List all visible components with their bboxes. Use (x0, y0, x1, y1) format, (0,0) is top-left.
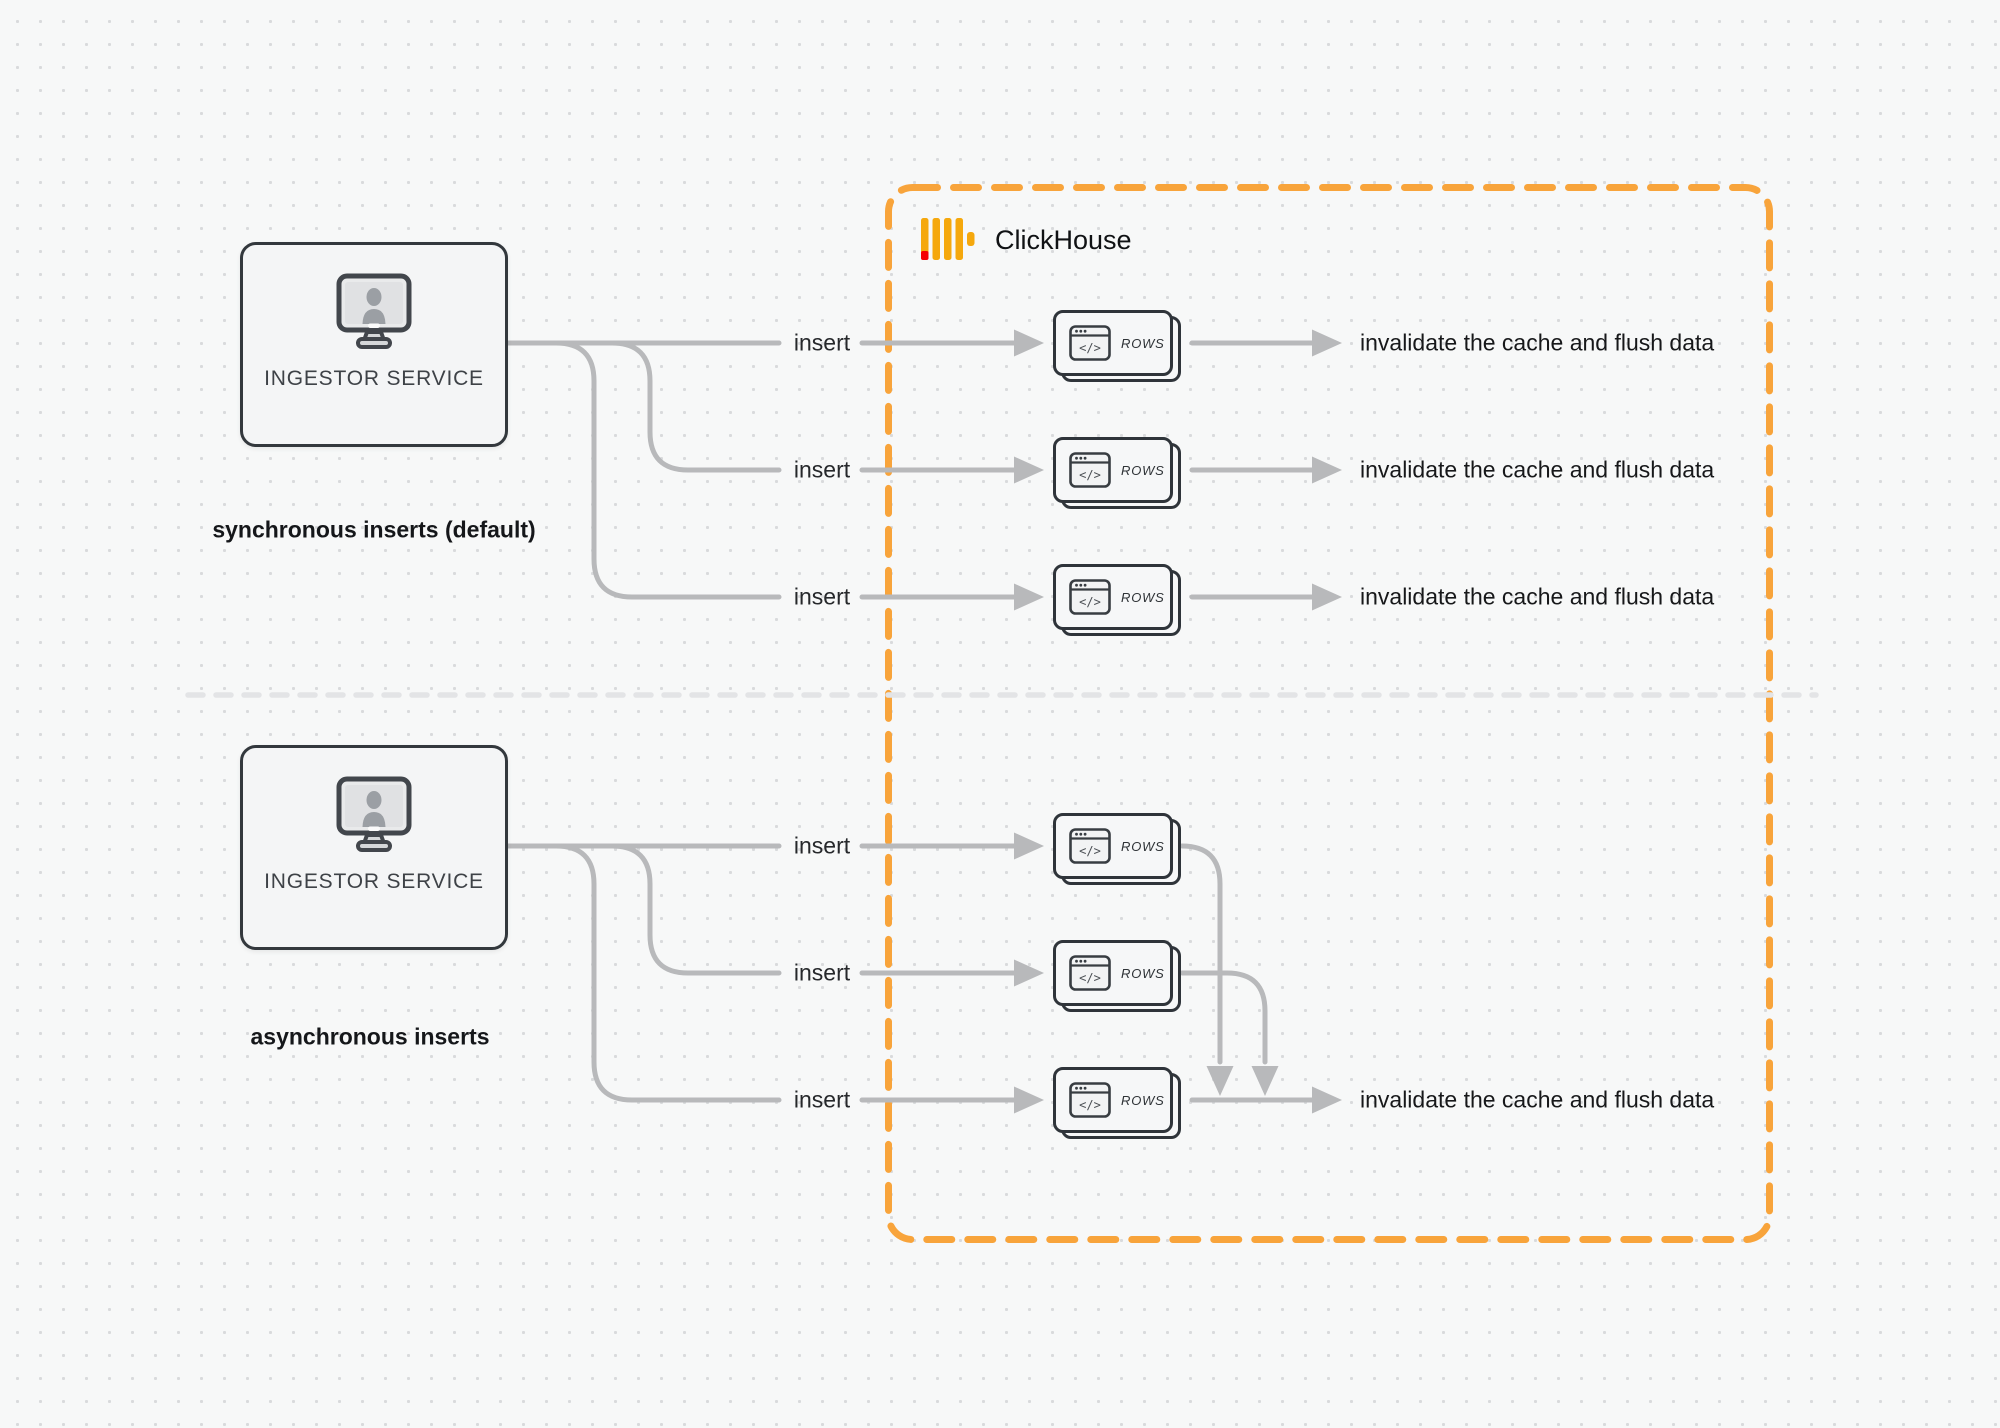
svg-text:</>: </> (1079, 1098, 1101, 1112)
async-connectors (505, 832, 1342, 1114)
insert-edge-label: insert (793, 1086, 851, 1113)
insert-edge-label: insert (793, 456, 851, 483)
code-window-icon: </> (1069, 955, 1111, 991)
code-window-icon: </> (1069, 325, 1111, 361)
rows-card: </> ROWS (1053, 813, 1181, 885)
rows-card: </> ROWS (1053, 437, 1181, 509)
clickhouse-logo-bars (921, 218, 975, 260)
rows-card-label: ROWS (1121, 589, 1165, 605)
code-window-icon: </> (1069, 452, 1111, 488)
rows-card: </> ROWS (1053, 940, 1181, 1012)
svg-text:</>: </> (1079, 844, 1101, 858)
rows-card-label: ROWS (1121, 1092, 1165, 1108)
monitor-user-icon (336, 776, 412, 852)
insert-edge-label: insert (793, 832, 851, 859)
result-label: invalidate the cache and flush data (1360, 583, 1715, 610)
result-label: invalidate the cache and flush data (1360, 456, 1715, 483)
svg-text:</>: </> (1079, 468, 1101, 482)
ingestor-service-label: INGESTOR SERVICE (264, 870, 484, 893)
svg-text:</>: </> (1079, 971, 1101, 985)
rows-card: </> ROWS (1053, 310, 1181, 382)
monitor-user-icon (336, 273, 412, 349)
sync-section-caption: synchronous inserts (default) (212, 516, 536, 543)
ingestor-service-node-async: INGESTOR SERVICE (240, 745, 508, 950)
rows-card-label: ROWS (1121, 335, 1165, 351)
ingestor-service-label: INGESTOR SERVICE (264, 367, 484, 390)
rows-card-label: ROWS (1121, 965, 1165, 981)
svg-text:</>: </> (1079, 595, 1101, 609)
result-label: invalidate the cache and flush data (1360, 329, 1715, 356)
sync-connectors (505, 329, 1342, 611)
rows-card: </> ROWS (1053, 1067, 1181, 1139)
clickhouse-logo: ClickHouse (921, 216, 1132, 264)
result-label: invalidate the cache and flush data (1360, 1086, 1715, 1113)
insert-edge-label: insert (793, 959, 851, 986)
code-window-icon: </> (1069, 579, 1111, 615)
insert-edge-label: insert (793, 329, 851, 356)
insert-edge-label: insert (793, 583, 851, 610)
code-window-icon: </> (1069, 828, 1111, 864)
rows-card-label: ROWS (1121, 462, 1165, 478)
clickhouse-label: ClickHouse (995, 224, 1132, 255)
svg-text:</>: </> (1079, 341, 1101, 355)
rows-card: </> ROWS (1053, 564, 1181, 636)
clickhouse-boundary-box (885, 184, 1773, 1243)
async-section-caption: asynchronous inserts (250, 1023, 490, 1050)
code-window-icon: </> (1069, 1082, 1111, 1118)
ingestor-service-node-sync: INGESTOR SERVICE (240, 242, 508, 447)
rows-card-label: ROWS (1121, 838, 1165, 854)
